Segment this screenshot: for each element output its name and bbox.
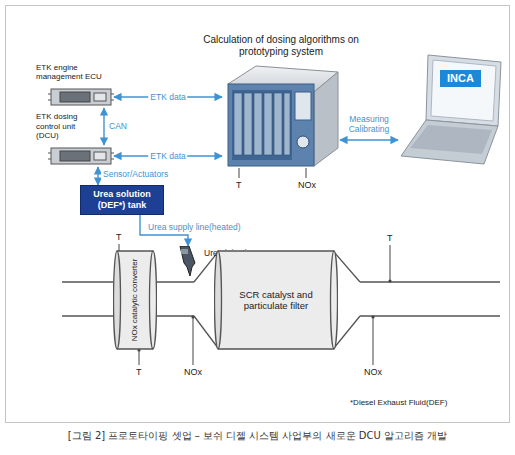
node-text: ETK dosing control unit (DCU) xyxy=(36,112,96,141)
edge-label: Urea supply line(heated) xyxy=(146,222,243,232)
inca-laptop: INCA xyxy=(398,52,504,167)
sensor-label: NOx xyxy=(298,180,316,191)
node-text: SCR catalyst and particulate filter xyxy=(226,289,326,312)
edge-label: CAN xyxy=(107,121,129,131)
exhaust-pipe xyxy=(62,252,500,348)
sensor-label: T xyxy=(136,367,142,378)
dcu-chip: ETK dosing control unit (DCU) xyxy=(48,145,114,167)
urea-tank: Urea solution (DEF*) tank xyxy=(80,185,164,215)
sensor-label: NOx xyxy=(364,367,382,378)
sensor-label: T xyxy=(387,233,393,244)
edge-label: ETK data xyxy=(148,92,187,102)
connector xyxy=(340,139,398,140)
sensor-label: T xyxy=(116,232,122,243)
edge-label: ETK data xyxy=(148,151,187,161)
urea-injector: Urea injection xyxy=(178,246,198,276)
figure-caption: [그림 2] 프로토타이핑 셋업 – 보쉬 디젤 시스템 사업부의 새로운 DC… xyxy=(0,430,515,442)
ecu-chip: ETK engine management ECU xyxy=(48,86,114,108)
device-shape xyxy=(222,62,340,167)
prototyping-system: Calculation of dosing algorithms on prot… xyxy=(222,62,340,167)
node-text: NOx catalytic converter xyxy=(130,256,140,344)
sensor-label: T xyxy=(236,180,242,191)
scr-catalyst: SCR catalyst and particulate filter xyxy=(214,250,338,350)
chip-shape xyxy=(48,145,114,167)
node-text: INCA xyxy=(440,70,481,87)
connector xyxy=(97,167,98,185)
edge-label: Measuring Calibrating xyxy=(339,114,399,134)
node-text: ETK engine management ECU xyxy=(36,63,108,82)
chip-shape xyxy=(48,86,114,108)
injector-shape xyxy=(178,246,198,276)
node-text: Urea solution (DEF*) tank xyxy=(85,189,159,211)
edge-label: Sensor/Actuators xyxy=(101,169,170,179)
nox-catalytic-converter: NOx catalytic converter xyxy=(113,250,157,350)
footnote: *Diesel Exhaust Fluid(DEF) xyxy=(350,398,447,408)
sensor-label: NOx xyxy=(184,367,202,378)
connector xyxy=(103,108,104,145)
figure-frame xyxy=(6,6,510,423)
node-text: Calculation of dosing algorithms on prot… xyxy=(189,34,373,58)
sensor-dots xyxy=(117,250,391,351)
